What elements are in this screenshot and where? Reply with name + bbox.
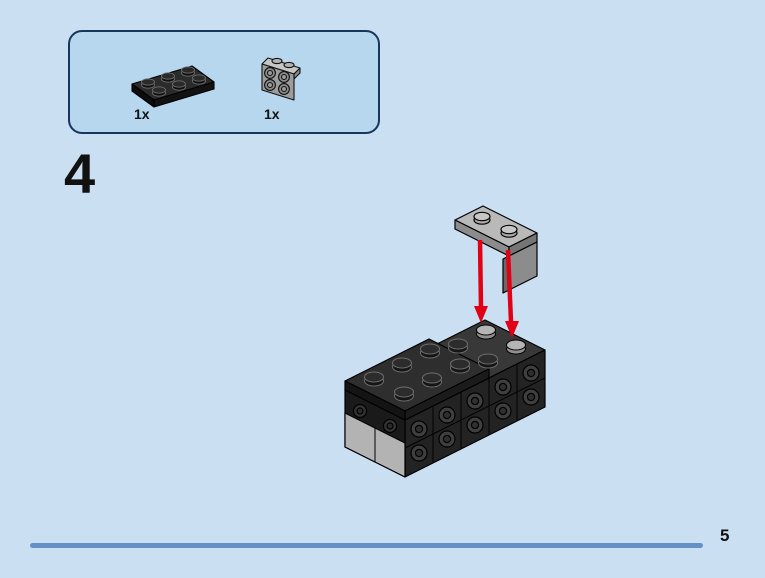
red-arrows <box>474 239 519 338</box>
step-number: 4 <box>64 142 96 205</box>
plate-2x3-black-icon <box>131 65 215 108</box>
progress-bar <box>30 543 703 548</box>
part-count: 1x <box>134 106 150 122</box>
assembly-illustration <box>344 205 546 478</box>
black-plate-2x3-on-assembly <box>344 338 490 421</box>
exposed-top-studs <box>448 324 526 369</box>
part-count: 1x <box>264 106 280 122</box>
gray-bracket-floating <box>454 205 538 294</box>
page-number: 5 <box>720 526 730 545</box>
target-gray-studs <box>476 324 526 355</box>
plate-studs <box>364 343 470 402</box>
red-arrow-left <box>474 239 488 323</box>
red-arrow-right <box>505 249 519 338</box>
bracket-1x2-2x2-gray-icon <box>261 57 301 101</box>
parts-callout-box: 1x 1x <box>68 30 380 134</box>
